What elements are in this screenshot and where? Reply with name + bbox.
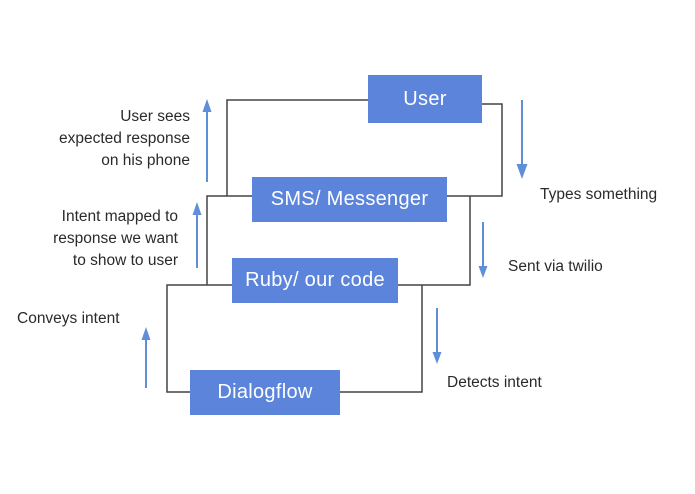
- connector-user-sms-left: [226, 99, 368, 196]
- annotation-types-something: Types something: [540, 186, 658, 203]
- annotation-sent-via-twilio: Sent via twilio: [508, 258, 603, 275]
- arrow-down-detects-intent-icon: [432, 308, 442, 364]
- connector-ruby-dialogflow-left: [166, 284, 232, 393]
- node-dialogflow-label: Dialogflow: [217, 381, 313, 403]
- node-dialogflow: Dialogflow: [190, 370, 340, 415]
- connector-user-sms-right: [447, 103, 503, 197]
- node-sms-messenger: SMS/ Messenger: [252, 177, 447, 222]
- annotation-conveys-intent: Conveys intent: [17, 310, 120, 327]
- arrow-up-user-sees-icon: [202, 99, 212, 182]
- annotation-detects-intent: Detects intent: [447, 374, 542, 391]
- arrow-up-intent-mapped-icon: [192, 202, 202, 268]
- node-sms-messenger-label: SMS/ Messenger: [270, 188, 429, 210]
- node-user: User: [368, 75, 482, 123]
- annotation-intent-mapped-to-response: Intent mapped to response we want to sho…: [53, 208, 178, 269]
- arrow-up-conveys-intent-icon: [141, 327, 151, 388]
- node-ruby-our-code-label: Ruby/ our code: [245, 269, 385, 291]
- connector-sms-ruby-left: [206, 195, 252, 285]
- node-user-label: User: [403, 87, 447, 110]
- arrow-down-sent-via-twilio-icon: [478, 222, 488, 278]
- annotation-user-sees-expected-response: User sees expected response on his phone: [59, 108, 190, 169]
- connector-ruby-dialogflow-right: [340, 285, 423, 393]
- node-ruby-our-code: Ruby/ our code: [232, 258, 398, 303]
- arrow-down-types-something-icon: [516, 100, 528, 179]
